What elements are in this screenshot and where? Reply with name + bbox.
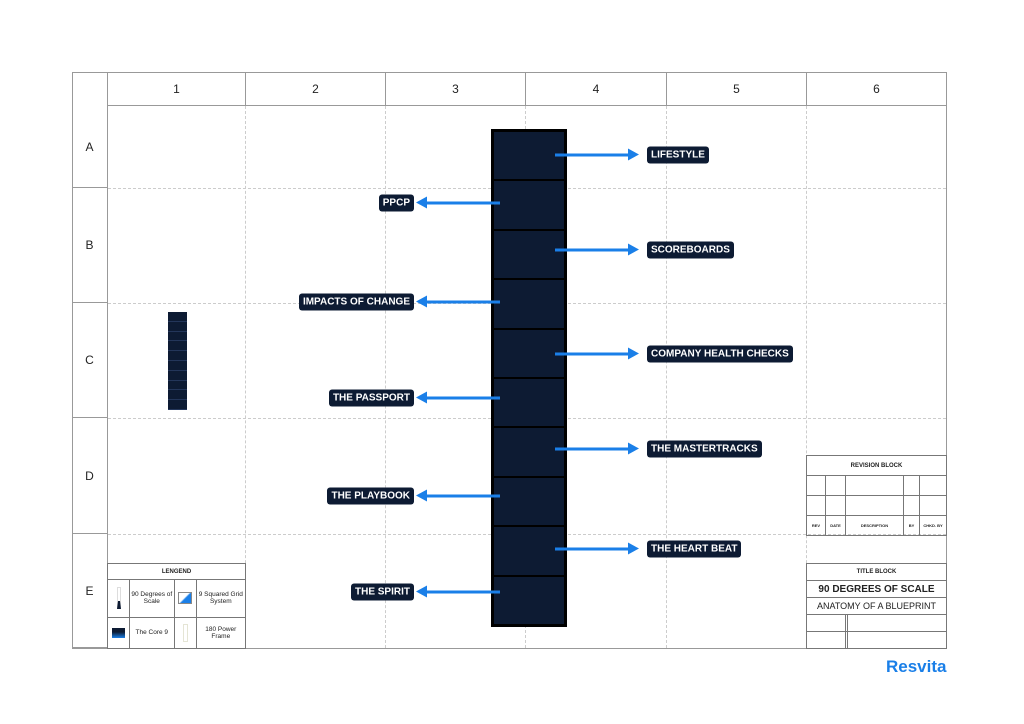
annotation-label: THE PASSPORT bbox=[328, 389, 414, 407]
annotation-label: IMPACTS OF CHANGE bbox=[298, 293, 414, 311]
annotation-label: THE SPIRIT bbox=[350, 583, 414, 601]
title-block-label: TITLE BLOCK bbox=[806, 563, 947, 581]
row-header: A bbox=[72, 106, 108, 188]
annotation-label: THE HEART BEAT bbox=[647, 540, 742, 558]
grid-legend-icon bbox=[173, 579, 197, 618]
column-header: 1 bbox=[107, 72, 245, 106]
row-header: B bbox=[72, 188, 108, 303]
revision-title: REVISION BLOCK bbox=[806, 455, 947, 476]
grid-line bbox=[806, 106, 807, 648]
column-header: 6 bbox=[806, 72, 946, 106]
title-line-2: ANATOMY OF A BLUEPRINT bbox=[806, 597, 947, 615]
legend-item: 180 Power Frame bbox=[195, 616, 247, 650]
annotation-label: COMPANY HEALTH CHECKS bbox=[647, 345, 793, 363]
title-block: TITLE BLOCK 90 DEGREES OF SCALE ANATOMY … bbox=[805, 563, 947, 649]
annotation-label: THE PLAYBOOK bbox=[327, 487, 414, 505]
annotation-label: PPCP bbox=[378, 194, 414, 212]
grid-line bbox=[385, 106, 386, 648]
arrow-right-icon bbox=[555, 347, 639, 360]
column-header: 5 bbox=[666, 72, 806, 106]
frame-legend-icon bbox=[173, 616, 197, 650]
brand-logo: Resvita bbox=[886, 657, 947, 676]
grid-line bbox=[666, 106, 667, 648]
arrow-right-icon bbox=[555, 442, 639, 455]
row-header: C bbox=[72, 303, 108, 418]
title-line-1: 90 DEGREES OF SCALE bbox=[806, 580, 947, 598]
column-header: 4 bbox=[525, 72, 666, 106]
tower-legend-icon bbox=[107, 579, 130, 618]
arrow-right-icon bbox=[555, 542, 639, 555]
arrow-left-icon bbox=[416, 391, 500, 404]
annotation-label: LIFESTYLE bbox=[647, 146, 709, 164]
description-header: DESCRIPTION bbox=[845, 515, 904, 536]
mini-tower bbox=[168, 312, 187, 410]
core-legend-icon bbox=[107, 616, 130, 650]
arrow-left-icon bbox=[416, 489, 500, 502]
annotation-label: THE MASTERTRACKS bbox=[647, 440, 762, 458]
legend: LENGEND 90 Degrees of Scale 9 Squared Gr… bbox=[107, 563, 247, 650]
arrow-left-icon bbox=[416, 585, 500, 598]
revision-block: REVISION BLOCK REV DATE DESCRIPTION BY C… bbox=[806, 455, 947, 536]
legend-item: 90 Degrees of Scale bbox=[129, 579, 175, 618]
column-header: 3 bbox=[385, 72, 525, 106]
legend-item: The Core 9 bbox=[129, 616, 175, 650]
legend-title: LENGEND bbox=[107, 563, 246, 580]
arrow-left-icon bbox=[416, 196, 500, 209]
grid-line bbox=[245, 106, 246, 648]
arrow-right-icon bbox=[555, 148, 639, 161]
annotation-label: SCOREBOARDS bbox=[647, 241, 734, 259]
main-tower bbox=[491, 129, 567, 627]
drawing-frame bbox=[72, 72, 947, 649]
row-header: D bbox=[72, 418, 108, 534]
date-header: DATE bbox=[825, 515, 846, 536]
arrow-right-icon bbox=[555, 243, 639, 256]
legend-item: 9 Squared Grid System bbox=[195, 579, 247, 618]
row-header: E bbox=[72, 534, 108, 648]
by-header: BY bbox=[903, 515, 920, 536]
column-header: 2 bbox=[245, 72, 385, 106]
checked-by-header: CHKD. BY bbox=[919, 515, 947, 536]
rev-header: REV bbox=[806, 515, 826, 536]
arrow-left-icon bbox=[416, 295, 500, 308]
